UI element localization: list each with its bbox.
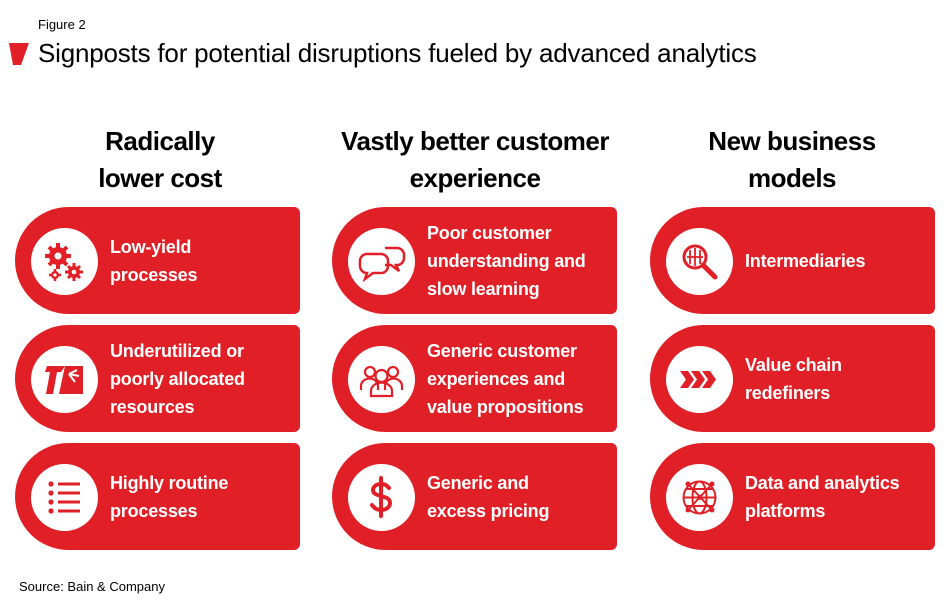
card-label: Value chain redefiners: [745, 354, 842, 403]
card-underutilized-resources: Underutilized or poorly allocated resour…: [15, 325, 300, 432]
card-label: Highly routine processes: [110, 472, 229, 521]
page-title: Signposts for potential disruptions fuel…: [38, 38, 757, 68]
column-heading-customer-experience: Vastly better customer experience: [341, 126, 609, 193]
column-heading-cost: Radically lower cost: [98, 126, 222, 193]
resource-allocation-icon: [45, 366, 83, 394]
figure-label: Figure 2: [38, 17, 86, 32]
card-label: Intermediaries: [745, 250, 866, 271]
card-label: Generic and excess pricing: [427, 472, 550, 521]
card-label: Generic customer experiences and value p…: [427, 340, 584, 417]
dollar-icon: [370, 476, 393, 518]
card-generic-experiences: Generic customer experiences and value p…: [332, 325, 617, 432]
card-label: Low-yield processes: [110, 236, 198, 285]
card-data-analytics-platforms: Data and analytics platforms: [650, 443, 935, 550]
chevrons-icon: [680, 371, 716, 388]
source-note: Source: Bain & Company: [19, 579, 165, 594]
card-label: Underutilized or poorly allocated resour…: [110, 340, 245, 417]
gears-icon: [45, 243, 83, 281]
card-generic-pricing: Generic and excess pricing: [332, 443, 617, 550]
list-icon: [48, 481, 80, 514]
card-routine-processes: Highly routine processes: [15, 443, 300, 550]
column-heading-business-models: New business models: [708, 126, 876, 193]
people-group-icon: [359, 365, 404, 398]
card-low-yield-processes: Low-yield processes: [15, 207, 300, 314]
magnifier-icon: [682, 244, 718, 280]
card-value-chain-redefiners: Value chain redefiners: [650, 325, 935, 432]
card-poor-customer-understanding: Poor customer understanding and slow lea…: [332, 207, 617, 314]
speech-bubbles-icon: [358, 246, 406, 283]
card-label: Poor customer understanding and slow lea…: [427, 222, 586, 299]
card-intermediaries: Intermediaries: [650, 207, 935, 314]
card-label: Data and analytics platforms: [745, 472, 900, 521]
globe-network-icon: [682, 480, 717, 515]
title-marker-icon: [9, 43, 29, 65]
